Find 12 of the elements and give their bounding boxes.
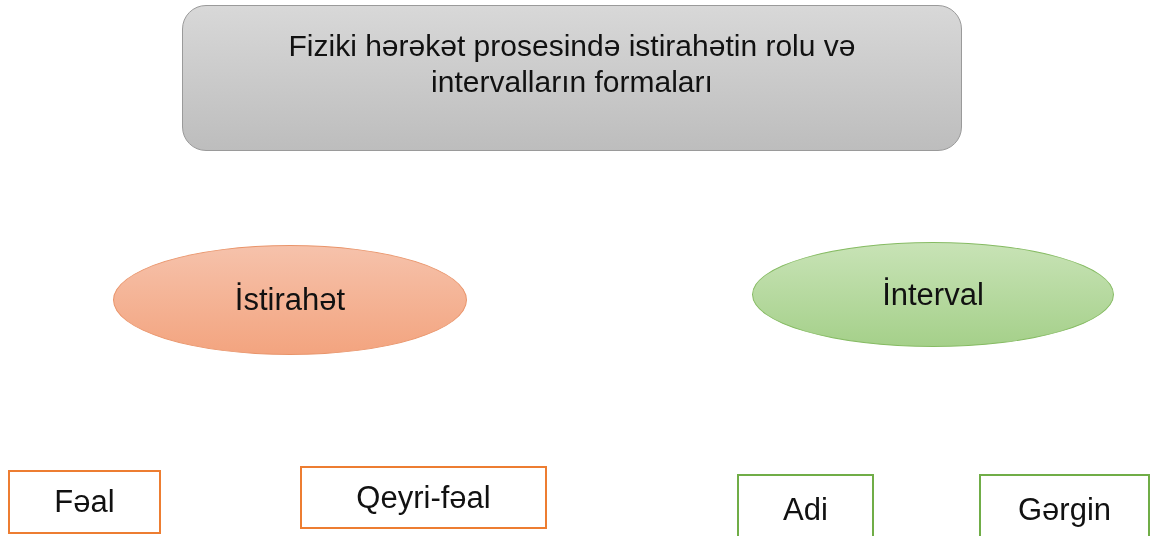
item-box — [300, 466, 547, 529]
item-box — [8, 470, 161, 534]
node-label: Fiziki hərəkət prosesində istirahətin rolu və intervalların formaları — [287, 28, 857, 100]
node-label: Qeyri-fəal — [356, 479, 491, 516]
node-label: Adi — [783, 492, 828, 528]
item-box — [737, 474, 874, 536]
node-label: İstirahət — [234, 282, 346, 318]
title-box — [182, 5, 962, 151]
node-label: Gərgin — [1017, 492, 1111, 528]
node-label: Fəal — [54, 484, 115, 520]
node-label: İnterval — [882, 276, 984, 313]
item-box — [979, 474, 1150, 536]
